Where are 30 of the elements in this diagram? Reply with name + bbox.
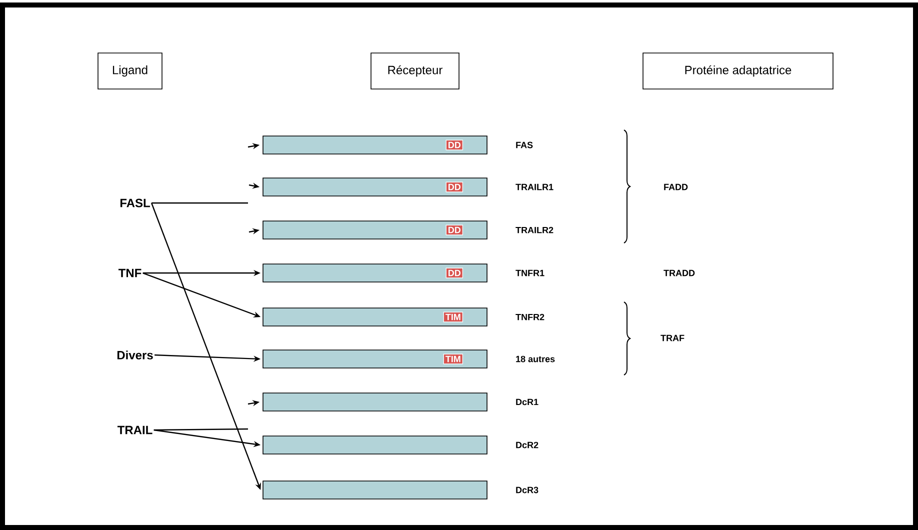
line bbox=[154, 428, 248, 431]
receptor-name: DcR1 bbox=[516, 398, 538, 406]
receptor-bar bbox=[262, 436, 488, 454]
receptor-bar bbox=[262, 480, 488, 500]
ligand-label: Divers bbox=[117, 350, 153, 360]
receptor-bar: TIM bbox=[262, 308, 488, 326]
ligand-label: TNF bbox=[118, 268, 142, 278]
receptor-name: TNFR2 bbox=[516, 314, 544, 320]
ligand-label: FASL bbox=[120, 198, 150, 208]
adaptor-label: FADD bbox=[664, 184, 688, 190]
receptor-bar: TIM bbox=[262, 350, 488, 368]
receptor-bar: DD bbox=[262, 178, 488, 196]
adaptor-label: TRADD bbox=[664, 270, 695, 276]
adaptor-label: TRAF bbox=[660, 334, 684, 342]
ligand-label: TRAIL bbox=[117, 426, 152, 434]
receptor-name: FAS bbox=[516, 142, 533, 148]
receptor-bar: DD bbox=[262, 264, 488, 282]
receptor-name: TRAILR1 bbox=[516, 184, 554, 190]
receptor-name: TRAILR2 bbox=[516, 226, 554, 234]
line bbox=[152, 202, 248, 204]
header-box: Récepteur bbox=[370, 52, 460, 90]
receptor-name: TNFR1 bbox=[516, 270, 544, 276]
receptor-name: DcR3 bbox=[516, 486, 538, 494]
receptor-bar: DD bbox=[262, 220, 488, 240]
header-box: Protéine adaptatrice bbox=[642, 52, 834, 90]
header-box: Ligand bbox=[98, 52, 162, 90]
receptor-name: DcR2 bbox=[516, 442, 538, 448]
receptor-bar: DD bbox=[262, 136, 488, 154]
receptor-name: 18 autres bbox=[516, 356, 555, 362]
receptor-bar bbox=[262, 392, 488, 412]
